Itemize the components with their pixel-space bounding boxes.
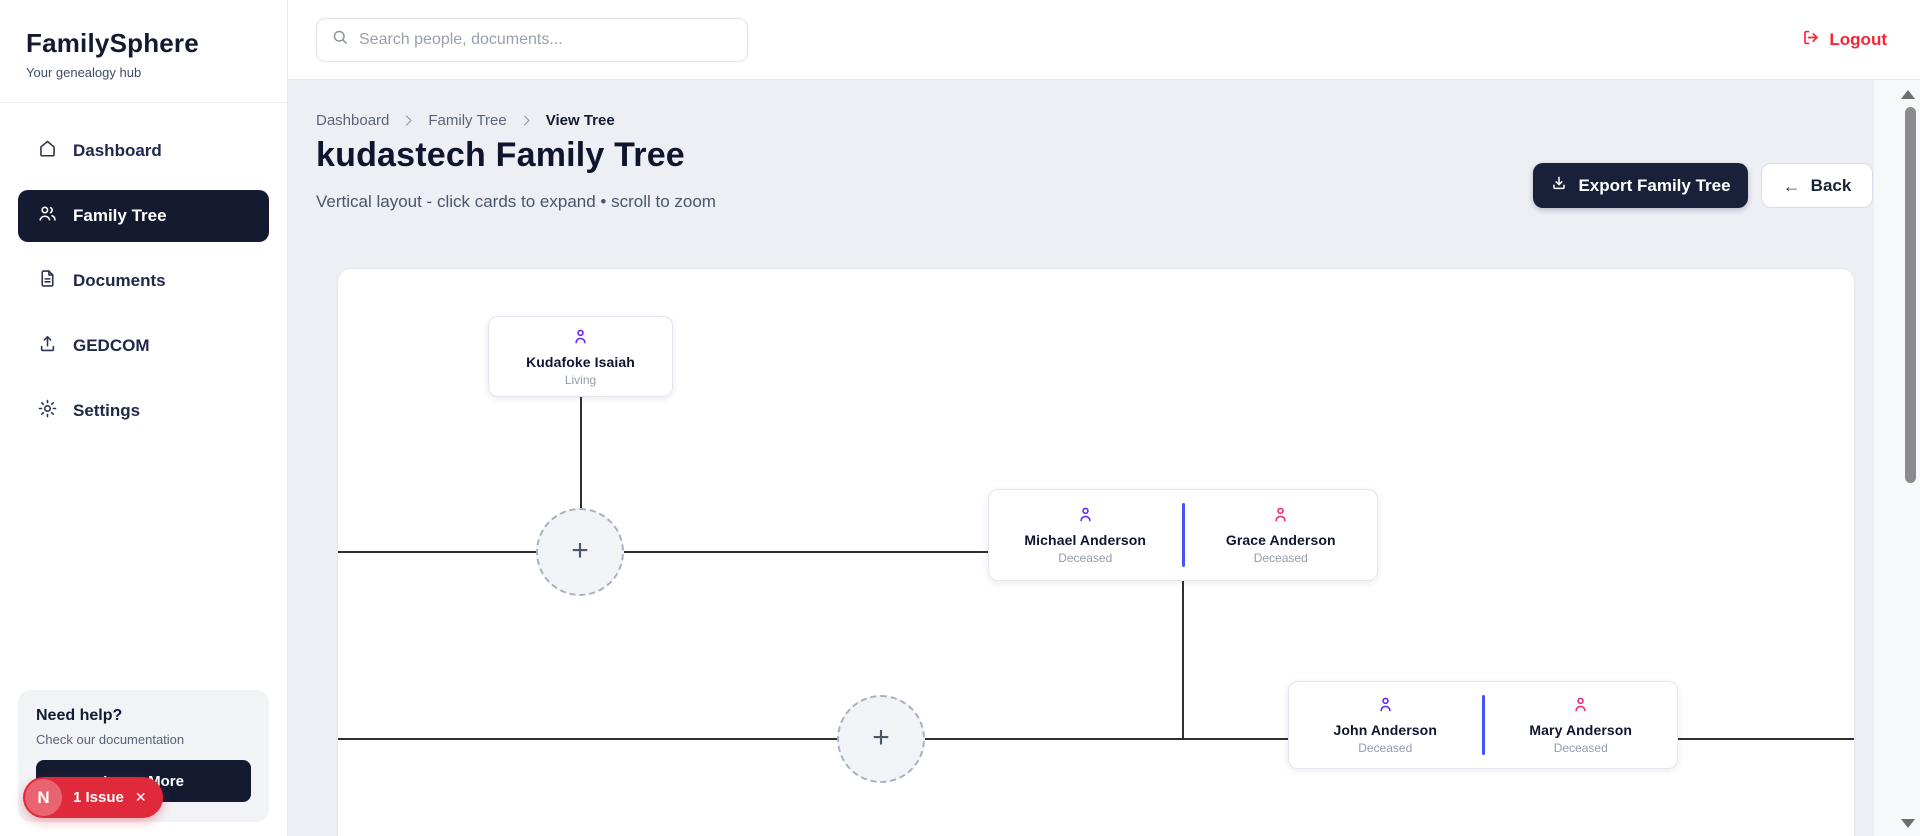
- person-name: Mary Anderson: [1529, 722, 1633, 738]
- tree-canvas[interactable]: Kudafoke Isaiah Living + +: [337, 268, 1855, 836]
- search-box[interactable]: [316, 17, 748, 62]
- person-john-anderson[interactable]: John Anderson Deceased: [1289, 685, 1482, 765]
- person-icon: [1376, 695, 1395, 719]
- sidebar-item-label: Documents: [73, 271, 166, 290]
- export-label: Export Family Tree: [1578, 175, 1731, 195]
- connector-line: [580, 397, 582, 552]
- person-status: Deceased: [1553, 741, 1608, 755]
- scrollbar-up-arrow[interactable]: [1901, 90, 1915, 99]
- brand-name: FamilySphere: [26, 28, 199, 58]
- home-icon: [37, 138, 58, 164]
- export-family-tree-button[interactable]: Export Family Tree: [1533, 163, 1748, 208]
- person-status: Deceased: [1358, 741, 1413, 755]
- main-area: Logout Dashboard Family Tree View Tree k…: [288, 0, 1920, 836]
- users-icon: [37, 203, 58, 229]
- person-mary-anderson[interactable]: Mary Anderson Deceased: [1485, 685, 1678, 765]
- person-name: Michael Anderson: [1024, 532, 1147, 548]
- person-name: John Anderson: [1333, 722, 1437, 738]
- sidebar-item-documents[interactable]: Documents: [18, 255, 269, 307]
- breadcrumb-view-tree: View Tree: [545, 112, 615, 129]
- dev-issue-badge[interactable]: N 1 Issue ✕: [23, 777, 163, 818]
- brand-tagline: Your genealogy hub: [26, 65, 142, 80]
- sidebar-item-gedcom[interactable]: GEDCOM: [18, 320, 269, 372]
- person-status: Deceased: [1058, 551, 1113, 565]
- logout-label: Logout: [1829, 29, 1887, 49]
- page-title: kudastech Family Tree: [316, 136, 685, 174]
- content-area: Dashboard Family Tree View Tree kudastec…: [288, 80, 1920, 836]
- person-michael-anderson[interactable]: Michael Anderson Deceased: [989, 495, 1182, 575]
- couple-card-michael-grace[interactable]: Michael Anderson Deceased Grace Anderson…: [988, 489, 1378, 581]
- spouse-divider: [1181, 503, 1185, 567]
- plus-icon: +: [571, 534, 589, 567]
- issue-avatar: N: [25, 779, 62, 816]
- brand-block: FamilySphere Your genealogy hub: [0, 0, 287, 103]
- person-status: Deceased: [1253, 551, 1308, 565]
- chevron-right-icon: [401, 113, 416, 128]
- search-icon: [331, 28, 349, 51]
- person-name: Grace Anderson: [1225, 532, 1336, 548]
- sidebar-nav: Dashboard Family Tree Documents GEDCOM: [0, 103, 287, 437]
- person-card-kudafoke-isaiah[interactable]: Kudafoke Isaiah Living: [488, 316, 673, 397]
- connector-line: [338, 738, 1288, 740]
- connector-line: [338, 551, 988, 553]
- upload-icon: [37, 333, 58, 359]
- topbar: Logout: [288, 0, 1920, 80]
- connector-line: [1678, 738, 1854, 740]
- sidebar-item-label: Settings: [73, 401, 141, 420]
- logout-button[interactable]: Logout: [1801, 28, 1887, 52]
- add-person-button[interactable]: +: [837, 695, 925, 783]
- person-icon: [1271, 505, 1290, 529]
- breadcrumb-family-tree[interactable]: Family Tree: [428, 112, 507, 129]
- plus-icon: +: [872, 721, 890, 754]
- back-label: Back: [1810, 175, 1852, 195]
- sidebar-item-label: Family Tree: [73, 206, 167, 225]
- close-icon[interactable]: ✕: [134, 789, 147, 805]
- scrollbar-thumb[interactable]: [1905, 107, 1916, 483]
- help-subtitle: Check our documentation: [36, 732, 185, 747]
- arrow-left-icon: ←: [1782, 175, 1801, 196]
- issue-count-label: 1 Issue: [73, 789, 124, 806]
- sidebar: FamilySphere Your genealogy hub Dashboar…: [0, 0, 288, 836]
- gear-icon: [37, 398, 58, 424]
- logout-icon: [1801, 28, 1820, 52]
- chevron-right-icon: [519, 113, 534, 128]
- sidebar-item-label: GEDCOM: [73, 336, 150, 355]
- person-grace-anderson[interactable]: Grace Anderson Deceased: [1185, 495, 1378, 575]
- search-input[interactable]: [359, 30, 733, 49]
- person-status: Living: [564, 372, 597, 387]
- document-icon: [37, 268, 58, 294]
- sidebar-item-label: Dashboard: [73, 141, 162, 160]
- couple-card-john-mary[interactable]: John Anderson Deceased Mary Anderson Dec…: [1288, 681, 1678, 769]
- person-icon: [571, 327, 590, 351]
- scrollbar-down-arrow[interactable]: [1901, 819, 1915, 828]
- person-name: Kudafoke Isaiah: [526, 353, 635, 370]
- breadcrumb: Dashboard Family Tree View Tree: [316, 112, 615, 129]
- breadcrumb-dashboard[interactable]: Dashboard: [316, 112, 390, 129]
- download-icon: [1550, 174, 1568, 197]
- connector-line: [1182, 581, 1184, 739]
- spouse-divider: [1481, 695, 1485, 755]
- sidebar-item-settings[interactable]: Settings: [18, 385, 269, 437]
- scrollbar: [1874, 80, 1920, 836]
- sidebar-item-dashboard[interactable]: Dashboard: [18, 125, 269, 177]
- person-icon: [1571, 695, 1590, 719]
- person-icon: [1076, 505, 1095, 529]
- sidebar-item-family-tree[interactable]: Family Tree: [18, 190, 269, 242]
- add-person-button[interactable]: +: [536, 508, 624, 596]
- page-subtitle: Vertical layout - click cards to expand …: [316, 192, 716, 211]
- back-button[interactable]: ← Back: [1761, 163, 1873, 208]
- help-title: Need help?: [36, 707, 123, 724]
